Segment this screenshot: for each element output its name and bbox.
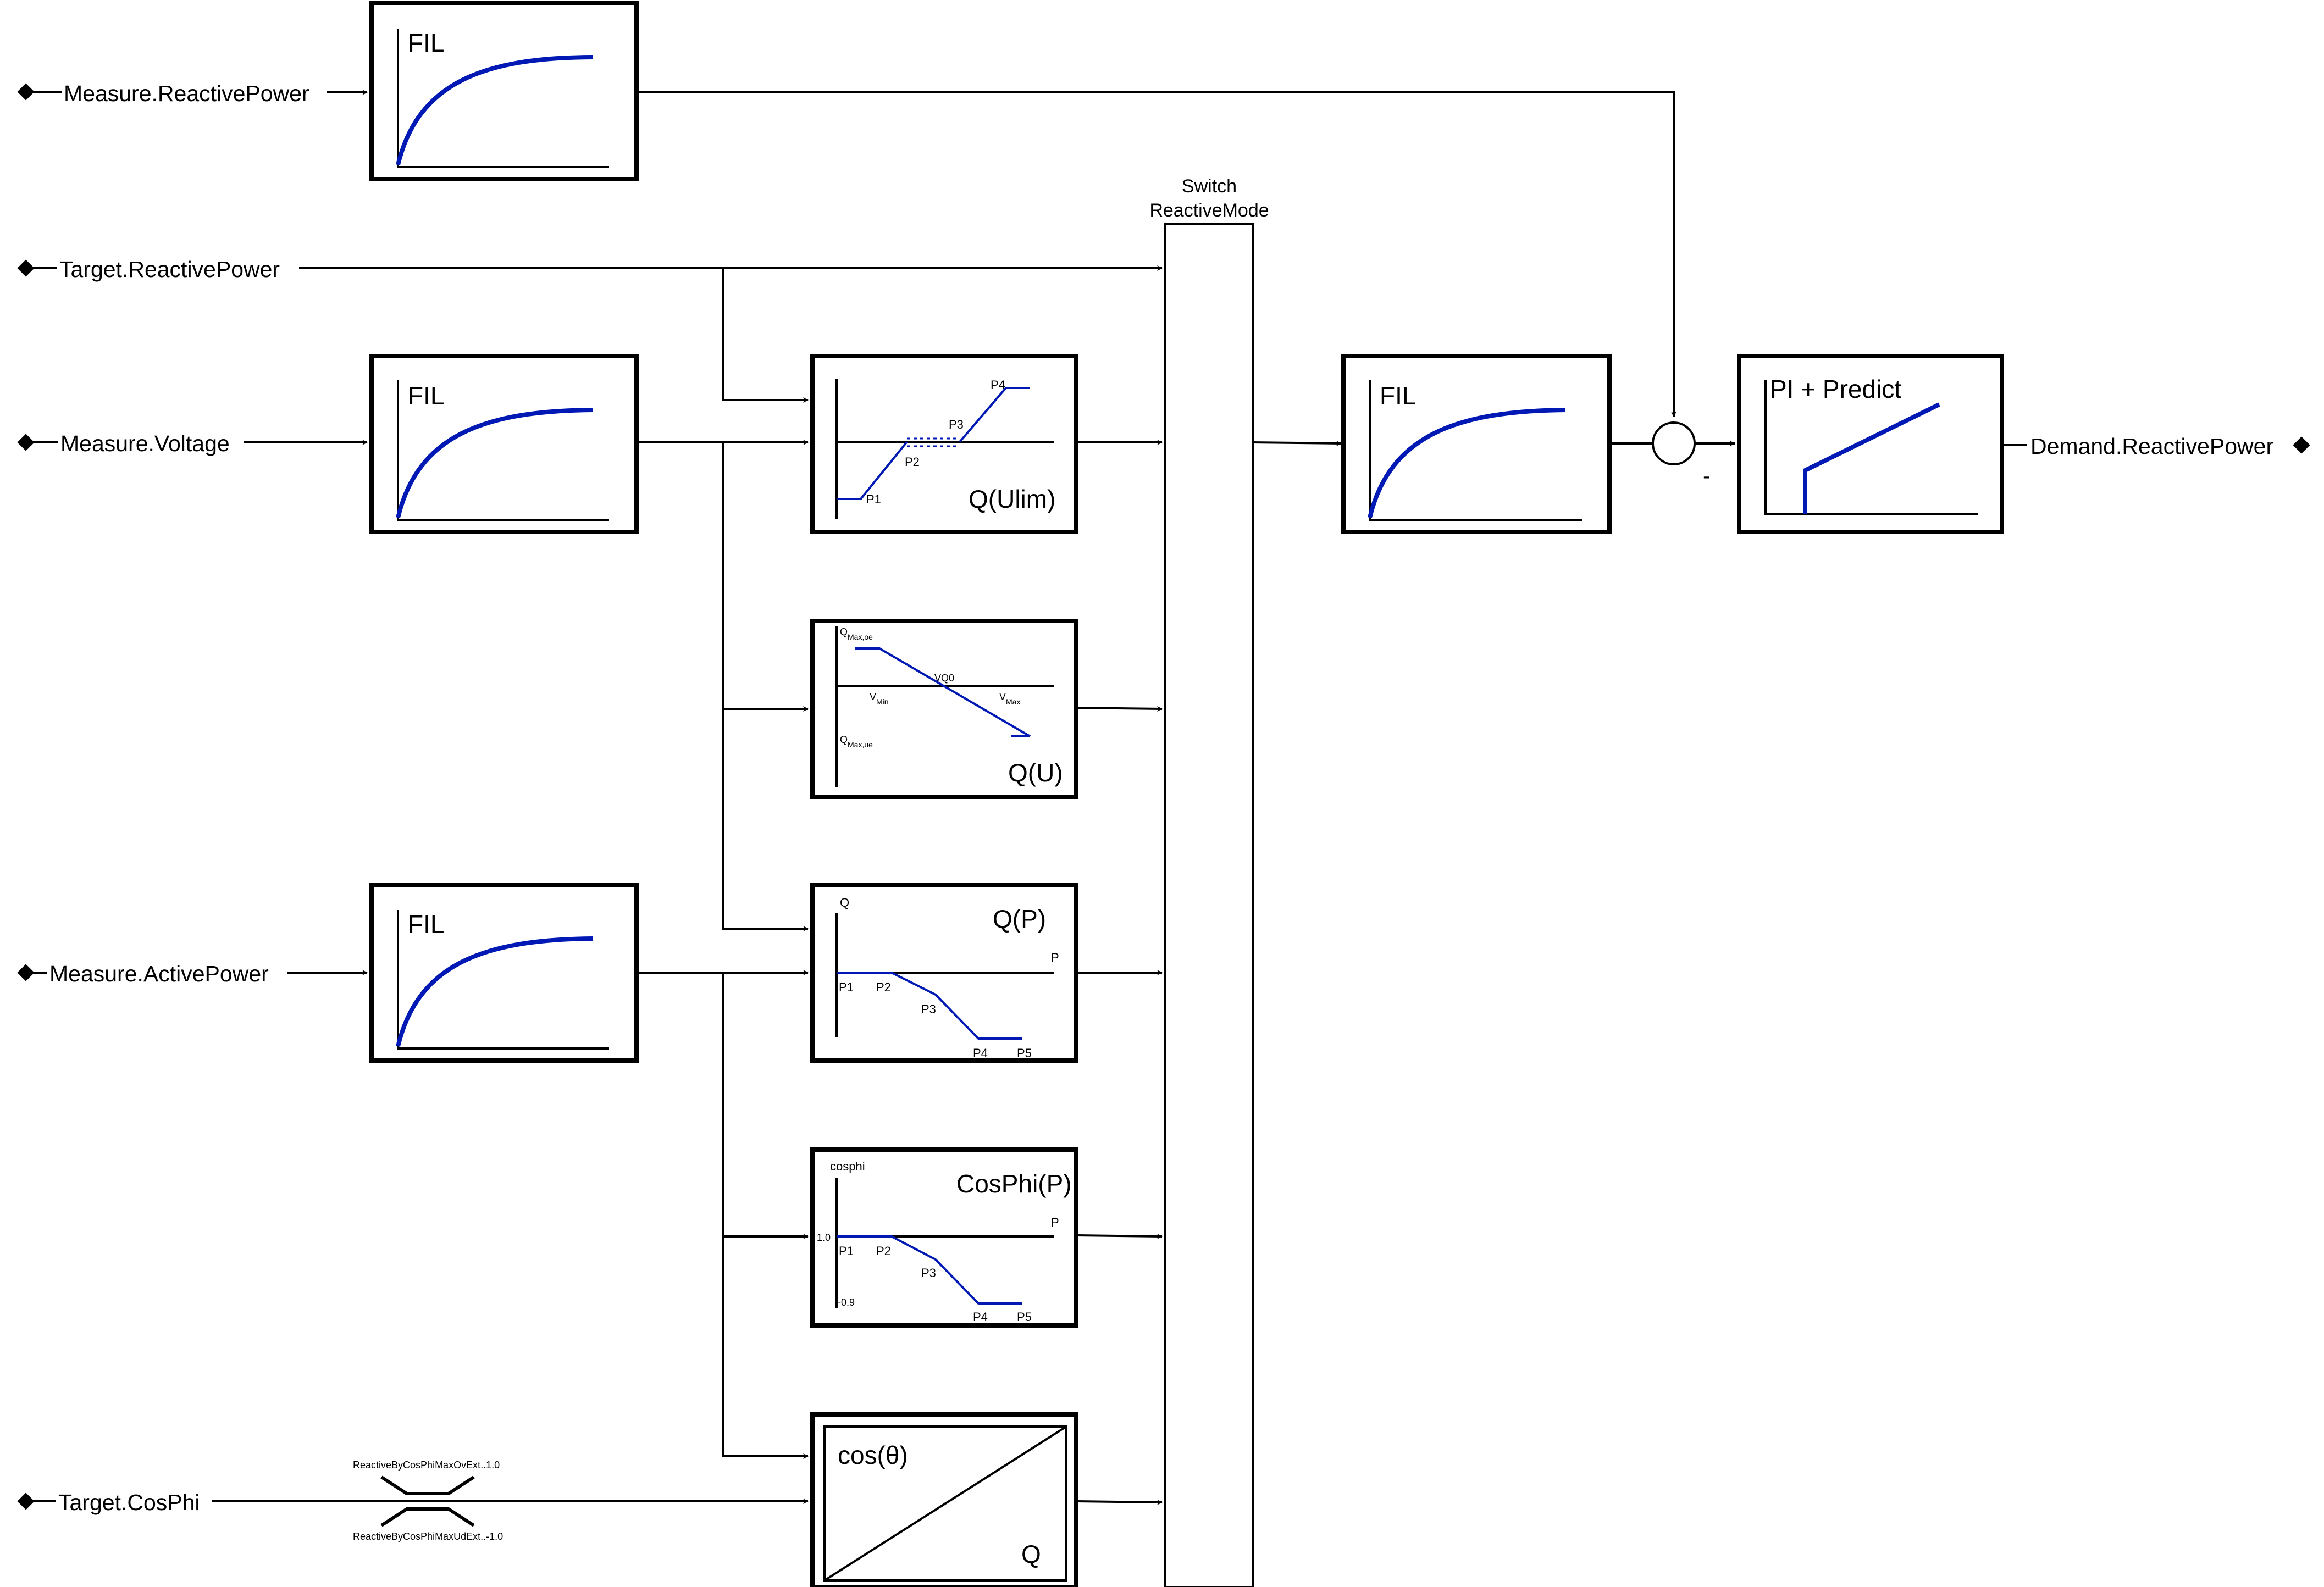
cosphi-p3: P3: [921, 1266, 936, 1280]
label-target-cosphi: Target.CosPhi: [58, 1490, 200, 1515]
wire-active-bus: [722, 973, 809, 1459]
cosphi-p4: P4: [973, 1310, 988, 1324]
pi-predict-block: PI + Predict: [1737, 354, 2004, 534]
qulim-p4: P4: [991, 378, 1005, 392]
terminal-map-diamond: [17, 964, 35, 981]
qu-vmin: VMin: [870, 691, 889, 706]
cosphi-p-block: cosphi P 1.0 -0.9 P1 P2 P3 P4 P5 CosPhi(…: [810, 1147, 1078, 1328]
wire-fil1-to-sum: [637, 91, 1676, 417]
limiter-symbol: ReactiveByCosPhiMaxOvExt..1.0 ReactiveBy…: [353, 1460, 503, 1542]
qp-p1: P1: [839, 980, 854, 994]
wire-switch-to-fil4: [1253, 440, 1342, 446]
cos-theta-block: cos(θ) Q: [810, 1412, 1078, 1587]
wire-voltage-bus: [722, 442, 809, 931]
cosphi-p2: P2: [876, 1244, 891, 1258]
qu-qmax-ue: QMax,ue: [840, 734, 873, 749]
qu-vq0: VQ0: [934, 673, 954, 684]
label-target-reactive-power: Target.ReactivePower: [59, 257, 280, 282]
fil4-label: FIL: [1380, 381, 1416, 410]
wire-cosphi-to-switch: [1076, 1233, 1163, 1239]
qp-p3: P3: [921, 1002, 936, 1016]
input-terminals: [17, 83, 2310, 1510]
qulim-p3: P3: [949, 418, 964, 431]
input-labels: Measure.ReactivePower Target.ReactivePow…: [47, 78, 2290, 1516]
switch-label-line2: ReactiveMode: [1149, 200, 1269, 221]
limiter-lower: ReactiveByCosPhiMaxUdExt..-1.0: [353, 1531, 503, 1542]
fil-block-2: FIL: [369, 354, 639, 534]
cosphi-neg: -0.9: [838, 1297, 855, 1308]
qulim-p1: P1: [866, 492, 881, 506]
cosphi-p5: P5: [1017, 1310, 1032, 1324]
fil3-label: FIL: [408, 910, 444, 939]
qp-p5: P5: [1017, 1046, 1032, 1060]
qp-q-axis: Q: [840, 896, 849, 909]
qp-p2: P2: [876, 980, 891, 994]
sum-minus: -: [1703, 463, 1711, 489]
switch-reactive-mode: Switch ReactiveMode: [1149, 176, 1269, 1587]
fil-block-4: FIL: [1341, 354, 1612, 534]
wire-trp-to-qulim: [722, 268, 809, 403]
terminal-mrp-diamond: [17, 83, 35, 101]
cosphi-p1: P1: [839, 1244, 854, 1258]
qulim-p2: P2: [905, 455, 920, 469]
q-u-block: QMax,oe VMin VQ0 VMax QMax,ue Q(U): [810, 619, 1078, 799]
wire-qu-to-switch: [1076, 706, 1163, 712]
cosphi-one: 1.0: [817, 1232, 831, 1243]
qu-vmax: VMax: [999, 691, 1020, 706]
switch-label-line1: Switch: [1182, 176, 1237, 197]
qp-p-axis: P: [1051, 951, 1059, 964]
fil1-label: FIL: [408, 29, 444, 57]
costheta-q: Q: [1021, 1540, 1041, 1568]
label-demand-reactive-power: Demand.ReactivePower: [2030, 434, 2273, 459]
terminal-trp-diamond: [17, 259, 35, 277]
qu-qmax-oe: QMax,oe: [840, 626, 873, 641]
cosphi-title: CosPhi(P): [956, 1169, 1072, 1198]
qp-p4: P4: [973, 1046, 988, 1060]
fil2-label: FIL: [408, 381, 444, 410]
label-measure-voltage: Measure.Voltage: [60, 431, 230, 456]
terminal-mv-diamond: [17, 434, 35, 451]
limiter-upper: ReactiveByCosPhiMaxOvExt..1.0: [353, 1460, 500, 1471]
q-p-block: Q P P1 P2 P3 P4 P5 Q(P): [810, 883, 1078, 1063]
qu-title: Q(U): [1008, 758, 1063, 787]
pi-title: PI + Predict: [1770, 375, 1901, 403]
label-measure-reactive-power: Measure.ReactivePower: [64, 81, 309, 106]
cosphi-p-axis: P: [1051, 1216, 1059, 1229]
terminal-out-diamond: [2293, 436, 2310, 454]
sum-junction: -: [1652, 421, 1711, 489]
qp-title: Q(P): [993, 905, 1046, 933]
fil-block-1: FIL: [369, 1, 639, 181]
cosphi-y-axis: cosphi: [830, 1159, 865, 1173]
qulim-title: Q(Ulim): [969, 485, 1055, 513]
wire-costheta-to-switch: [1076, 1499, 1163, 1505]
label-measure-active-power: Measure.ActivePower: [49, 961, 269, 986]
terminal-tcp-diamond: [17, 1492, 35, 1510]
fil-block-3: FIL: [369, 883, 639, 1063]
costheta-title: cos(θ): [838, 1441, 908, 1469]
q-ulim-block: P1 P2 P3 P4 Q(Ulim): [810, 354, 1078, 534]
